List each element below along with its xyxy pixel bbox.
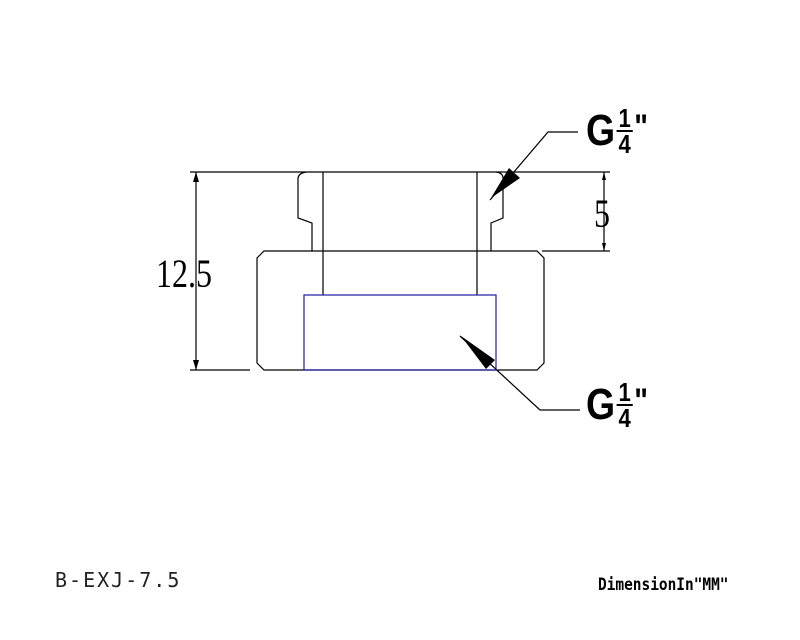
dim5-arrow-bottom [602, 243, 606, 251]
flange-outline [256, 250, 545, 371]
inner-thread-outline [303, 294, 497, 371]
dim-arrow-bottom [193, 360, 199, 370]
bottom-leader-line [459, 335, 580, 411]
bottom-leader-arrowhead [461, 336, 495, 369]
inch-mark: " [634, 382, 648, 420]
thread-length-label: 5 [594, 191, 610, 236]
top-leader-arrowhead [491, 168, 520, 198]
boss-left-outline [297, 171, 313, 251]
boss-right-outline [490, 171, 504, 251]
fraction-denominator: 4 [618, 403, 631, 433]
dim5-arrow-top [602, 172, 606, 180]
units-note: DimensionIn"MM" [598, 575, 729, 595]
dim-arrow-top [193, 172, 199, 182]
bottom-thread-callout: G 1 4 " [586, 377, 648, 433]
thread-fraction: 1 4 [616, 377, 633, 433]
fraction-denominator: 4 [618, 129, 631, 159]
overall-height-label: 12.5 [156, 251, 212, 296]
thread-prefix: G [586, 380, 616, 429]
top-thread-callout: G 1 4 " [586, 103, 648, 159]
fraction-numerator: 1 [616, 377, 633, 407]
thread-fraction: 1 4 [616, 103, 633, 159]
thread-prefix: G [586, 106, 616, 155]
fraction-numerator: 1 [616, 103, 633, 133]
part-code: B-EXJ-7.5 [55, 568, 182, 592]
inch-mark: " [634, 108, 648, 146]
